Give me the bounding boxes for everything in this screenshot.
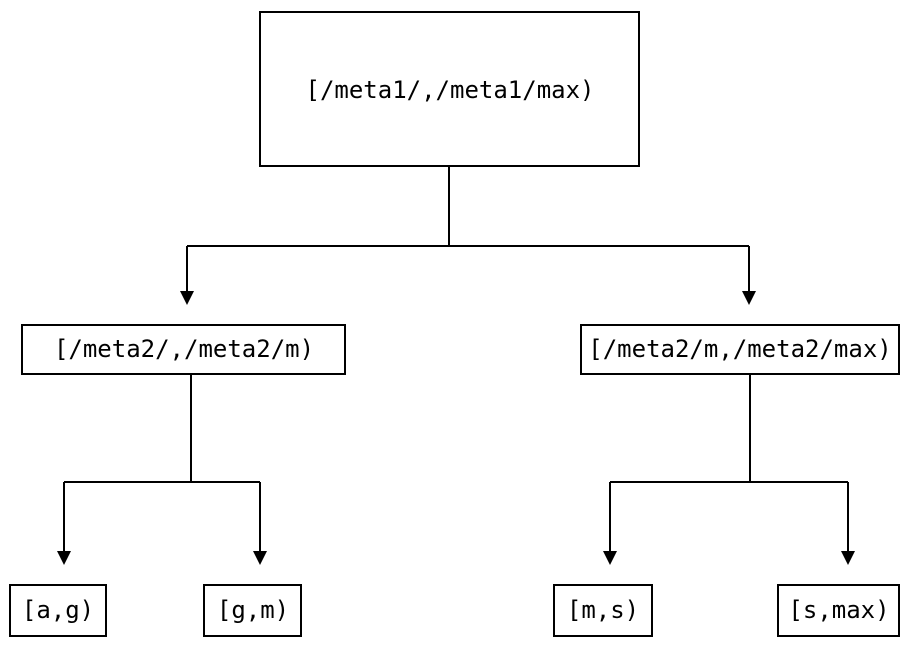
node-mid-left-box[interactable] [21, 324, 346, 375]
arrowhead-to-leaf-4 [841, 551, 855, 565]
node-root-label: [/meta1/,/meta1/max) [306, 76, 595, 104]
node-leaf-1[interactable]: [a,g) [9, 584, 107, 637]
edge-root-to-mid-group [180, 167, 756, 305]
node-root[interactable]: [/meta1/,/meta1/max) [259, 11, 640, 167]
node-mid-right-box[interactable] [580, 324, 900, 375]
node-leaf-2-label: [g,m) [217, 596, 289, 624]
arrowhead-to-mid-right [742, 291, 756, 305]
node-leaf-3[interactable]: [m,s) [553, 584, 653, 637]
node-leaf-4-box[interactable] [777, 584, 900, 637]
arrowhead-to-mid-left [180, 291, 194, 305]
node-mid-left-label: [/meta2/,/meta2/m) [54, 335, 314, 363]
arrowhead-to-leaf-3 [603, 551, 617, 565]
node-leaf-4[interactable]: [s,max) [777, 584, 900, 637]
node-leaf-4-label: [s,max) [788, 596, 889, 624]
node-leaf-2[interactable]: [g,m) [203, 584, 302, 637]
edge-midright-to-leaves-group [603, 375, 855, 565]
node-leaf-2-box[interactable] [203, 584, 302, 637]
node-leaf-1-label: [a,g) [22, 596, 94, 624]
node-leaf-1-box[interactable] [9, 584, 107, 637]
node-leaf-3-label: [m,s) [567, 596, 639, 624]
node-root-box[interactable] [259, 11, 640, 167]
node-mid-right[interactable]: [/meta2/m,/meta2/max) [580, 324, 900, 375]
arrowhead-to-leaf-2 [253, 551, 267, 565]
node-mid-left[interactable]: [/meta2/,/meta2/m) [21, 324, 346, 375]
arrowhead-to-leaf-1 [57, 551, 71, 565]
node-mid-right-label: [/meta2/m,/meta2/max) [588, 335, 891, 363]
node-leaf-3-box[interactable] [553, 584, 653, 637]
edge-midleft-to-leaves-group [57, 375, 267, 565]
